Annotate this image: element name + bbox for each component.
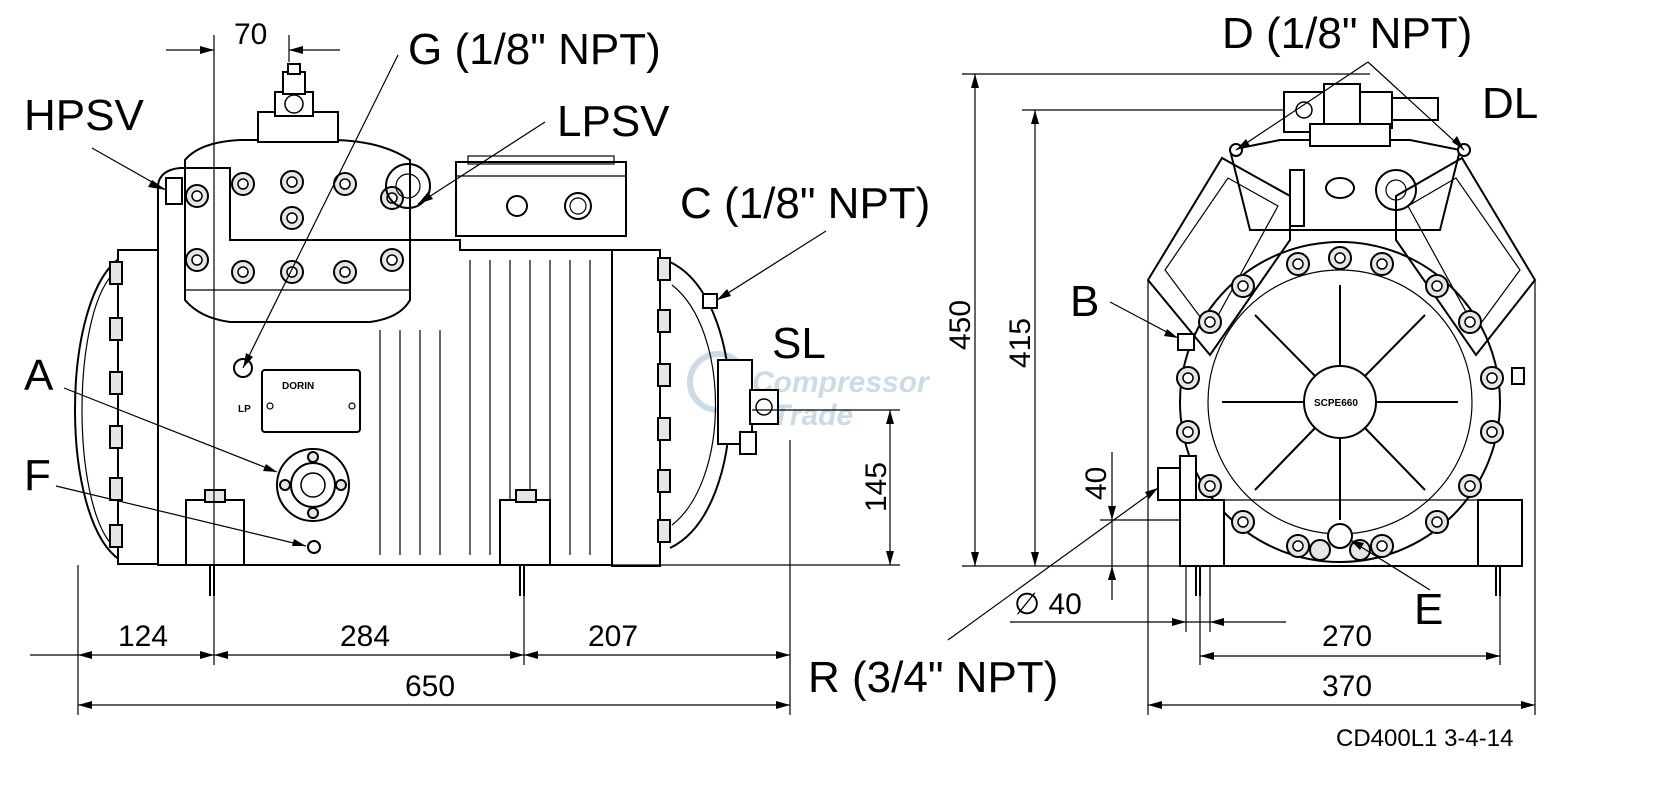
side-port-f (307, 540, 321, 554)
side-left-endcover (74, 257, 121, 561)
side-body-fins (379, 260, 591, 555)
side-nameplate: DORIN LP (238, 369, 361, 433)
watermark-line2: Trade (772, 399, 853, 432)
end-cover-bolts (1176, 246, 1504, 561)
side-sight-glass-a (276, 448, 350, 522)
dim-end-450: 450 (944, 300, 977, 350)
label-a: A (24, 351, 54, 400)
side-right-flange (611, 249, 661, 567)
end-cover-ribs (1222, 285, 1458, 520)
side-main-body (157, 167, 613, 566)
side-right-flange-bolts (657, 257, 671, 543)
end-labels: D (1/8" NPT) DL B E R (3/4" NPT) (808, 9, 1538, 702)
end-top-valve (1283, 83, 1439, 147)
dim-end-dia40: ∅ 40 (1014, 588, 1082, 621)
side-labels: HPSV G (1/8" NPT) LPSV C (1/8" NPT) SL A… (24, 25, 930, 547)
label-e: E (1414, 585, 1443, 634)
end-port-b (1177, 333, 1195, 351)
side-head-bolts (185, 170, 404, 284)
end-cover-outer (1179, 241, 1501, 563)
side-terminal-box (455, 155, 627, 237)
end-right-head-bank (1395, 156, 1537, 357)
dim-side-70: 70 (234, 18, 267, 51)
side-dimensions: 70 124 284 207 650 145 (30, 18, 900, 715)
label-hpsv: HPSV (24, 91, 144, 140)
label-b: B (1070, 277, 1099, 326)
side-feet (185, 489, 551, 596)
label-c: C (1/8" NPT) (680, 179, 930, 228)
label-f: F (24, 451, 51, 500)
dim-end-270: 270 (1322, 620, 1372, 653)
end-port-e (1327, 523, 1353, 549)
side-left-flange-bolts (109, 261, 123, 548)
label-dl: DL (1482, 79, 1538, 128)
end-cover-mark: SCPE660 (1314, 398, 1358, 409)
dim-side-207: 207 (588, 620, 638, 653)
dim-end-415: 415 (1004, 318, 1037, 368)
end-feet (1179, 499, 1523, 596)
nameplate-brand: DORIN (282, 381, 314, 392)
side-suction-port (385, 163, 431, 209)
label-sl: SL (772, 319, 826, 368)
nameplate-lp-mark: LP (238, 404, 251, 415)
side-suction-valve-sl (717, 359, 779, 455)
end-dimensions: 450 415 40 ∅ 40 270 370 (944, 73, 1536, 715)
watermark: Compressor Trade (687, 351, 931, 432)
side-discharge-valve (257, 63, 339, 143)
dim-end-370: 370 (1322, 670, 1372, 703)
dim-side-284: 284 (340, 620, 390, 653)
end-view: SCPE660 (1146, 83, 1537, 596)
side-left-flange (117, 249, 159, 565)
dim-side-650: 650 (405, 670, 455, 703)
side-port-hpsv (165, 177, 183, 205)
watermark-line1: Compressor (752, 366, 931, 399)
label-lpsv: LPSV (557, 97, 670, 146)
end-fitting-r (1157, 455, 1197, 513)
end-top-manifold (1228, 139, 1462, 231)
dim-side-124: 124 (118, 620, 168, 653)
drawing-code: CD400L1 3-4-14 (1336, 725, 1513, 752)
dim-end-40: 40 (1080, 467, 1113, 500)
dim-side-145: 145 (860, 462, 893, 512)
label-r: R (3/4" NPT) (808, 653, 1058, 702)
label-g: G (1/8" NPT) (408, 25, 661, 74)
side-port-c (702, 293, 718, 309)
label-d: D (1/8" NPT) (1222, 9, 1472, 58)
side-view: DORIN LP (74, 63, 779, 596)
